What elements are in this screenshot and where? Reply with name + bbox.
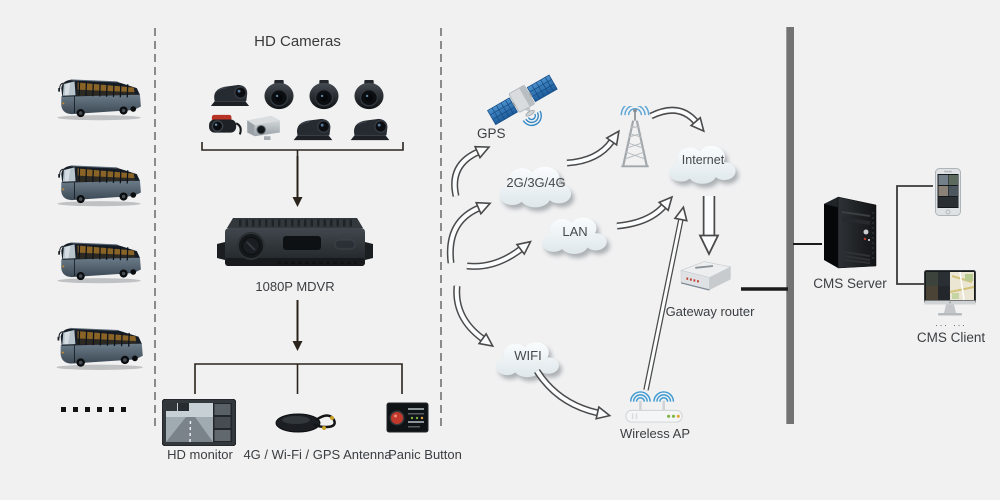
gps-label: GPS <box>477 126 506 141</box>
wireless-ap-label: Wireless AP <box>619 426 691 441</box>
side-camera-icon <box>347 114 393 148</box>
more-buses-ellipsis <box>61 407 126 412</box>
dome-camera-icon <box>307 79 341 115</box>
dome-camera-icon <box>352 79 386 115</box>
dome-camera-icon <box>262 79 296 115</box>
mdvr-label: 1080P MDVR <box>255 279 335 294</box>
mdvr-device <box>217 214 373 279</box>
antenna-label: 4G / Wi-Fi / GPS Antenna <box>243 447 392 462</box>
cell-tower-icon <box>612 100 658 175</box>
bus-image <box>48 158 145 208</box>
left-dashed-divider <box>154 28 156 431</box>
bus-image <box>48 235 145 285</box>
panic-button-label: Panic Button <box>388 447 462 462</box>
bus-image <box>48 72 145 122</box>
internet-cloud-label: Internet <box>681 153 725 167</box>
cms-server-label: CMS Server <box>813 276 887 291</box>
client-monitor-device <box>924 270 976 322</box>
hd-monitor-label: HD monitor <box>167 447 233 462</box>
client-ellipsis: ... ... <box>935 318 967 328</box>
hd-cameras-title: HD Cameras <box>254 33 341 50</box>
gateway-router-device <box>674 258 736 303</box>
cms-server-device <box>818 192 884 277</box>
side-camera-icon <box>290 114 336 148</box>
panic-button-device <box>386 401 429 439</box>
wireless-ap-device <box>620 388 688 432</box>
side-camera-icon <box>208 80 252 114</box>
client-phone-device <box>935 168 961 221</box>
dashcam-icon <box>205 113 243 146</box>
gateway-router-label: Gateway router <box>665 304 755 319</box>
internet-cloud: Internet <box>664 137 742 189</box>
hd-monitor-device <box>161 398 237 451</box>
gps-satellite-icon <box>485 68 559 136</box>
lan-cloud-label: LAN <box>562 223 588 239</box>
cellular-cloud: 2G/3G/4G <box>494 157 578 213</box>
lan-cloud: LAN <box>537 209 613 259</box>
box-camera-icon <box>245 112 283 145</box>
wifi-cloud: WIFI <box>491 334 565 382</box>
cms-client-label: CMS Client <box>916 330 986 345</box>
antenna-device <box>272 407 338 440</box>
cellular-cloud-label: 2G/3G/4G <box>506 174 566 190</box>
wifi-cloud-label: WIFI <box>514 347 542 363</box>
right-dashed-divider <box>440 28 442 431</box>
network-backbone-bar <box>786 27 794 424</box>
bus-image <box>47 320 147 372</box>
